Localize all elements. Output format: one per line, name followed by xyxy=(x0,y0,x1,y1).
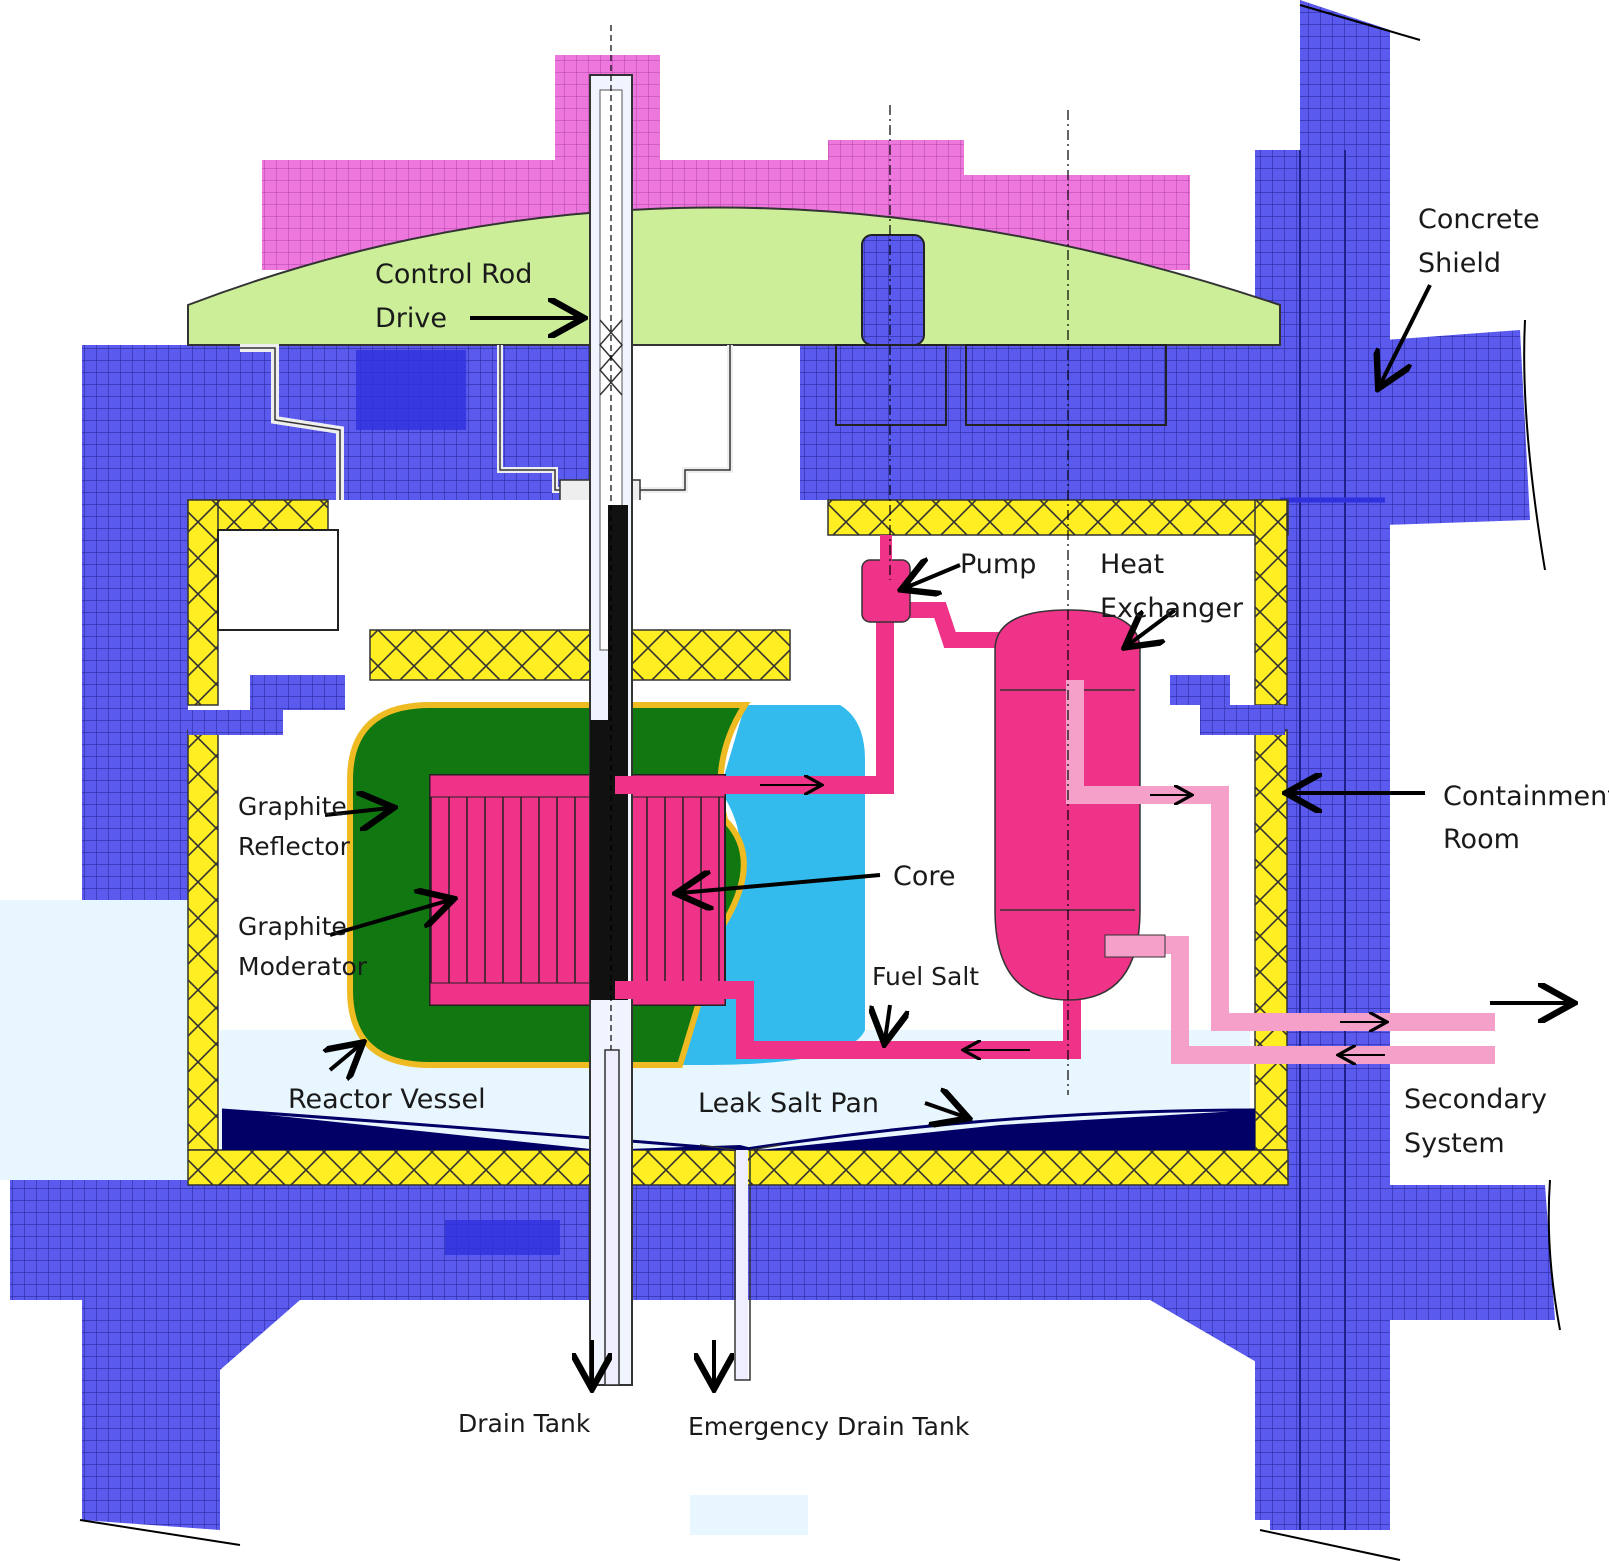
label-drive: Drive xyxy=(375,303,447,334)
secondary-loop xyxy=(1066,680,1495,1055)
light-patch xyxy=(690,1495,808,1535)
top-structure xyxy=(187,55,1281,346)
label-room: Room xyxy=(1443,824,1520,855)
pump-motor-block xyxy=(835,234,1167,426)
label-control-rod: Control Rod xyxy=(375,259,532,290)
label-exchanger: Exchanger xyxy=(1100,593,1244,624)
core xyxy=(429,774,726,1006)
break-lines xyxy=(79,4,1561,1561)
label-reactor-vessel: Reactor Vessel xyxy=(288,1084,486,1115)
drain-lines xyxy=(604,1049,781,1386)
label-moderator: Moderator xyxy=(238,952,368,981)
label-emergency-drain-tank: Emergency Drain Tank xyxy=(688,1412,970,1441)
label-shield: Shield xyxy=(1418,248,1501,279)
label-secondary: Secondary xyxy=(1404,1084,1547,1115)
label-reflector: Reflector xyxy=(238,832,351,861)
labels: Control Rod Drive Concrete Shield Pump H… xyxy=(238,204,1609,1441)
label-graphite-2: Graphite xyxy=(238,912,347,941)
center-lines xyxy=(889,105,1069,1095)
label-graphite-1: Graphite xyxy=(238,792,347,821)
label-containment: Containment xyxy=(1443,781,1609,812)
label-heat: Heat xyxy=(1100,549,1164,580)
label-arrows xyxy=(325,284,1570,1385)
label-concrete: Concrete xyxy=(1418,204,1540,235)
label-core: Core xyxy=(893,861,956,892)
label-system: System xyxy=(1404,1128,1505,1159)
label-fuel-salt: Fuel Salt xyxy=(872,962,979,991)
label-leak-salt-pan: Leak Salt Pan xyxy=(698,1088,879,1119)
label-drain-tank: Drain Tank xyxy=(458,1409,591,1438)
label-pump: Pump xyxy=(960,549,1036,580)
